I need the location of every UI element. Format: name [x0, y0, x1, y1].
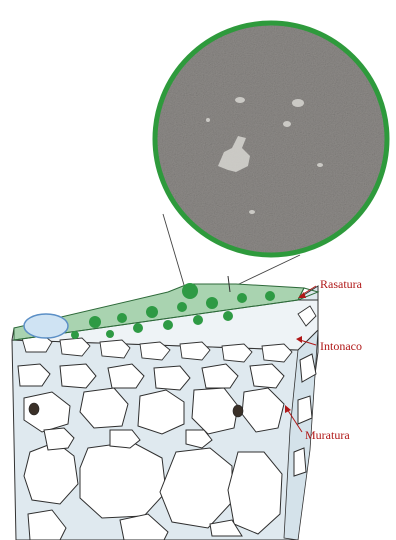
wall-section-block [12, 276, 318, 540]
magnified-surface-lens [150, 18, 392, 260]
label-rasatura: Rasatura [320, 277, 363, 291]
label-intonaco: Intonaco [320, 339, 362, 353]
label-muratura: Muratura [305, 428, 350, 442]
small-lens-spot [24, 314, 68, 338]
